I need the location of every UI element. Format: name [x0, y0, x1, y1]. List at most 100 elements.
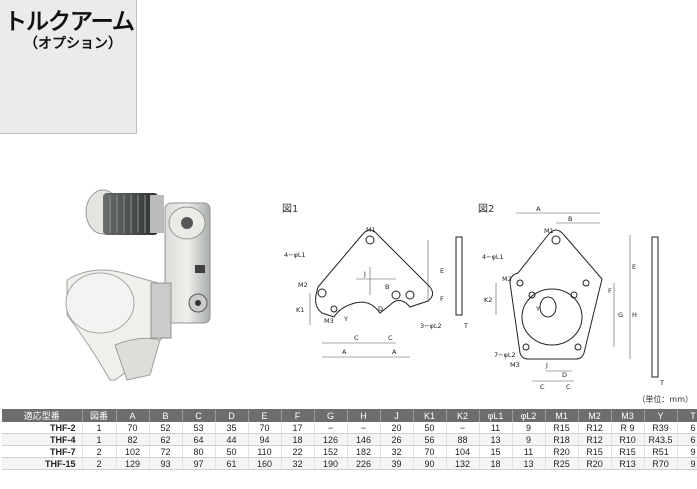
figure-1-label: 図1	[282, 204, 299, 215]
fig1-c-label-left: C	[354, 334, 359, 342]
fig2-b-label: B	[568, 215, 572, 223]
table-cell: R70	[644, 457, 678, 470]
fig2-j-label: J	[545, 361, 548, 369]
table-cell: R 9	[611, 422, 645, 434]
table-cell: R39	[644, 422, 678, 434]
table-cell: R13	[611, 457, 645, 470]
table-cell: R43.5	[644, 433, 678, 446]
table-cell: 226	[347, 457, 381, 470]
fig2-m1-label: M1	[544, 227, 554, 235]
table-cell: 132	[446, 457, 480, 470]
fig2-m2-label: M2	[502, 275, 512, 283]
table-cell: R51	[644, 445, 678, 458]
model-cell: THF-7	[2, 445, 83, 458]
table-cell: R15	[611, 445, 645, 458]
table-cell: 6	[677, 433, 697, 446]
table-cell: 17	[281, 422, 315, 434]
col-header: D	[215, 409, 249, 422]
table-cell: 1	[82, 433, 117, 446]
table-cell: 20	[380, 422, 414, 434]
table-cell: 64	[182, 433, 216, 446]
col-header: M1	[545, 409, 579, 422]
figure-2-label: 図2	[478, 204, 495, 215]
table-cell: R12	[578, 433, 612, 446]
fig2-g-label: G	[618, 311, 623, 319]
dimension-drawings: M1 4−φL1 M2 M3 3−φL2 J B D Y C C A A E F…	[284, 205, 664, 391]
fig2-l2-label: 7−φL2	[494, 351, 516, 359]
table-cell: 13	[479, 433, 513, 446]
table-cell: 6	[677, 422, 697, 434]
fig2-k2-label: K2	[484, 296, 492, 304]
table-cell: 18	[479, 457, 513, 470]
fig1-y-label: Y	[343, 315, 348, 323]
table-cell: 9	[677, 445, 697, 458]
fig1-l2-label: 3−φL2	[420, 322, 442, 330]
title-panel: トルクアーム （オプション）	[0, 0, 137, 134]
table-cell: 52	[149, 422, 183, 434]
fig2-m3-label: M3	[510, 361, 520, 369]
table-cell: 9	[677, 457, 697, 470]
col-header: H	[347, 409, 381, 422]
fig1-arm-outline	[315, 229, 434, 318]
fig1-m1-label: M1	[366, 226, 376, 234]
col-header: A	[116, 409, 150, 422]
table-cell: 152	[314, 445, 348, 458]
fig1-a-label-left: A	[342, 348, 347, 356]
col-header: 適応型番	[2, 409, 83, 422]
fig1-m3-label: M3	[324, 317, 334, 325]
spec-table: 適応型番 図番 A B C D E F G H J K1 K2 φL1 φL2 …	[2, 409, 697, 470]
table-cell: 44	[215, 433, 249, 446]
table-cell: 11	[479, 422, 513, 434]
fig2-d-label: D	[562, 371, 567, 379]
table-cell: 110	[248, 445, 282, 458]
model-cell: THF-4	[2, 433, 83, 446]
table-cell: R15	[545, 422, 579, 434]
col-header: F	[281, 409, 315, 422]
fig2-a-label: A	[536, 205, 541, 213]
model-cell: THF-15	[2, 457, 83, 470]
table-cell: R12	[578, 422, 612, 434]
col-header: K1	[413, 409, 447, 422]
table-cell: 102	[116, 445, 150, 458]
table-cell: 9	[512, 433, 546, 446]
page-subtitle: （オプション）	[24, 36, 122, 52]
fig2-arm-outline	[509, 229, 603, 360]
table-cell: 94	[248, 433, 282, 446]
fig2-l1-label: 4−φL1	[482, 253, 504, 261]
table-cell: 50	[413, 422, 447, 434]
table-cell: 70	[116, 422, 150, 434]
unit-note: （単位：mm）	[637, 395, 693, 404]
fig2-e-label: E	[632, 263, 636, 271]
table-cell: 32	[380, 445, 414, 458]
table-cell: R18	[545, 433, 579, 446]
table-cell: 35	[215, 422, 249, 434]
table-cell: 126	[314, 433, 348, 446]
table-cell: 70	[413, 445, 447, 458]
fig2-t-label: T	[659, 379, 664, 387]
table-cell: R25	[545, 457, 579, 470]
table-cell: R15	[578, 445, 612, 458]
table-cell: R20	[545, 445, 579, 458]
table-cell: 1	[82, 422, 117, 434]
col-header: M3	[611, 409, 645, 422]
torque-arm-product-photo	[65, 189, 211, 381]
fig1-f-label: F	[440, 295, 444, 303]
table-cell: 13	[512, 457, 546, 470]
table-cell: 93	[149, 457, 183, 470]
fig2-h-label: H	[632, 311, 637, 319]
table-cell: 146	[347, 433, 381, 446]
table-cell: 88	[446, 433, 480, 446]
table-cell: 9	[512, 422, 546, 434]
table-header-row: 適応型番 図番 A B C D E F G H J K1 K2 φL1 φL2 …	[2, 409, 697, 422]
table-cell: 160	[248, 457, 282, 470]
table-cell: 50	[215, 445, 249, 458]
table-cell: R10	[611, 433, 645, 446]
table-cell: 97	[182, 457, 216, 470]
fig1-b-label: B	[385, 283, 389, 291]
table-cell: 2	[82, 457, 117, 470]
table-cell: 15	[479, 445, 513, 458]
